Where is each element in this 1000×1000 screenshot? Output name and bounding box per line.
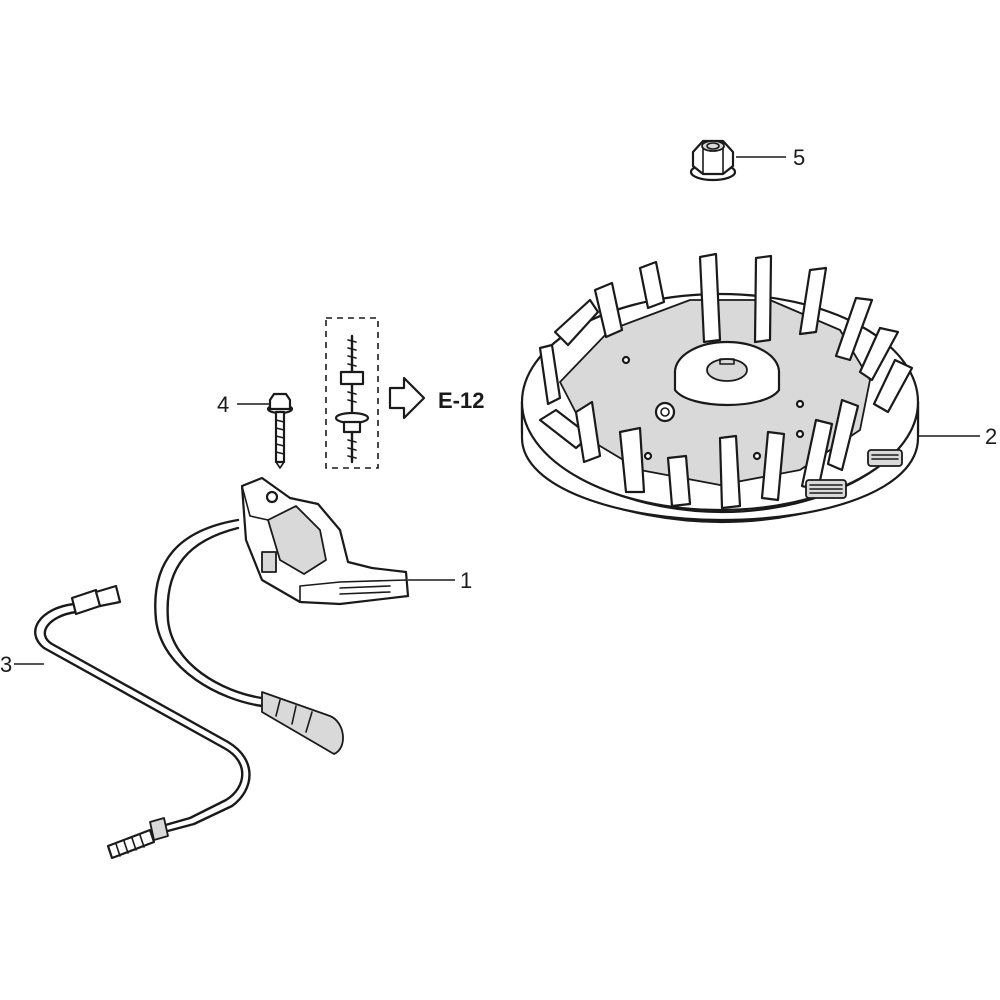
callout-2: 2 <box>985 424 997 449</box>
reference-arrow-icon <box>388 376 426 420</box>
flywheel-part <box>520 252 920 524</box>
callout-4: 4 <box>217 392 229 417</box>
callout-3: 3 <box>0 652 12 677</box>
section-reference[interactable]: E-12 <box>438 388 484 413</box>
stop-wire-part <box>34 584 251 860</box>
callout-1: 1 <box>460 568 472 593</box>
flange-bolt-part <box>266 392 294 469</box>
callout-5: 5 <box>793 145 805 170</box>
ignition-coil-part <box>154 476 410 755</box>
flange-nut-part <box>689 139 737 182</box>
stud-bolt-reference-group <box>325 317 379 469</box>
